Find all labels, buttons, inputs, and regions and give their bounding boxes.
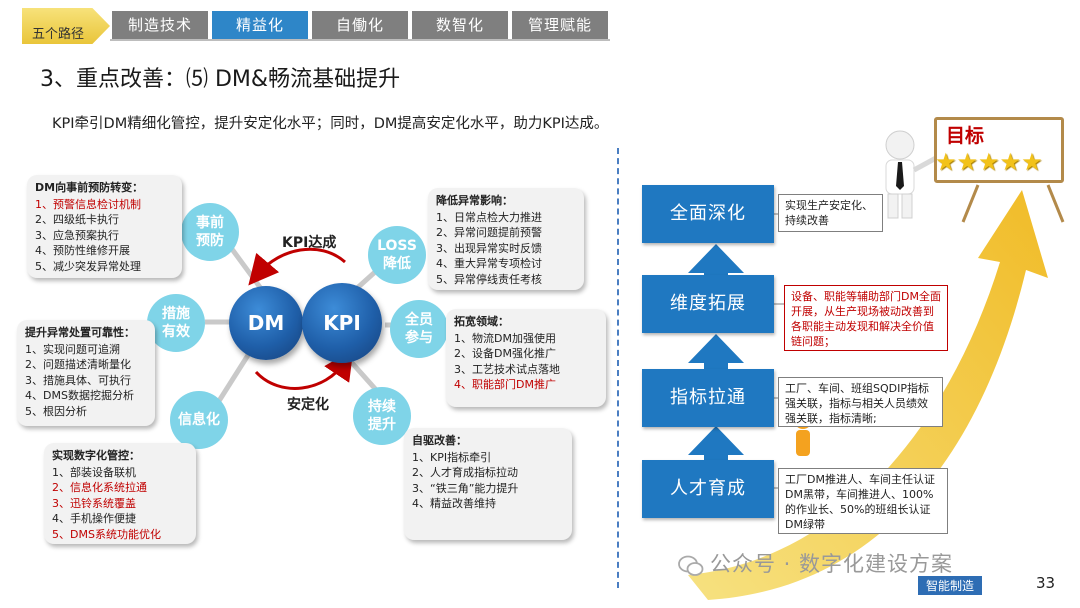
list-item: 4、手机操作便捷 (52, 511, 188, 527)
list-item: 4、DMS数据挖掘分析 (25, 388, 147, 404)
box-title: 实现数字化管控： (52, 448, 188, 464)
list-item: 5、根因分析 (25, 404, 147, 420)
list-item: 1、KPI指标牵引 (412, 450, 564, 466)
pillar-continuous-improvement: 持续提升 (353, 387, 411, 445)
pillar-prevention: 事前预防 (181, 203, 239, 261)
list-item: 2、人才育成指标拉动 (412, 465, 564, 481)
pillar-effective-measures: 措施有效 (147, 294, 205, 352)
list-item: 2、设备DM强化推广 (454, 346, 598, 362)
list-item: 5、减少突发异常处理 (35, 259, 174, 275)
digital-control-box: 实现数字化管控： 1、部装设备联机 2、信息化系统拉通 3、迅铃系统覆盖 4、手… (44, 443, 196, 544)
list-item: 2、异常问题提前预警 (436, 225, 576, 241)
dm-label: DM (248, 311, 285, 335)
stabilization-label: 安定化 (287, 394, 329, 414)
list-item: 1、实现问题可追溯 (25, 342, 147, 358)
kpi-label: KPI (323, 311, 361, 335)
list-item: 4、预防性维修开展 (35, 243, 174, 259)
pillar-informatization: 信息化 (170, 391, 228, 449)
list-item: 4、职能部门DM推广 (454, 377, 598, 393)
list-item: 3、“铁三角”能力提升 (412, 481, 564, 497)
list-item: 3、出现异常实时反馈 (436, 241, 576, 257)
box-title: 降低异常影响： (436, 193, 576, 209)
watermark-text: 公众号 · 数字化建设方案 (710, 548, 953, 578)
list-item: 2、四级纸卡执行 (35, 212, 174, 228)
list-item: 4、精益改善维持 (412, 496, 564, 512)
dm-circle: DM (229, 286, 303, 360)
list-item: 1、物流DM加强使用 (454, 331, 598, 347)
step-desc: 实现生产安定化、持续改善 (778, 194, 883, 232)
list-item: 1、部装设备联机 (52, 465, 188, 481)
list-item: 2、信息化系统拉通 (52, 480, 188, 496)
step-talent-development: 人才育成 (642, 460, 774, 518)
list-item: 5、DMS系统功能优化 (52, 527, 188, 543)
kpi-circle: KPI (302, 283, 382, 363)
step-indicator-connection: 指标拉通 (642, 369, 774, 427)
box-title: 提升异常处置可靠性： (25, 325, 147, 341)
reliability-box: 提升异常处置可靠性： 1、实现问题可追溯 2、问题描述清晰量化 3、措施具体、可… (17, 320, 155, 426)
step-desc: 设备、职能等辅助部门DM全面开展，从生产现场被动改善到各职能主动发现和解决全价值… (784, 285, 948, 351)
box-title: DM向事前预防转变： (35, 180, 174, 196)
step-dimension-expansion: 维度拓展 (642, 275, 774, 333)
list-item: 3、迅铃系统覆盖 (52, 496, 188, 512)
list-item: 1、日常点检大力推进 (436, 210, 576, 226)
step-full-deepening: 全面深化 (642, 185, 774, 243)
list-item: 2、问题描述清晰量化 (25, 357, 147, 373)
goal-label: 目标 (946, 121, 984, 148)
list-item: 5、异常停线责任考核 (436, 272, 576, 288)
expand-scope-box: 拓宽领域： 1、物流DM加强使用 2、设备DM强化推广 3、工艺技术试点落地 4… (446, 309, 606, 407)
pillar-all-staff: 全员参与 (390, 300, 448, 358)
self-drive-box: 自驱改善： 1、KPI指标牵引 2、人才育成指标拉动 3、“铁三角”能力提升 4… (404, 428, 572, 540)
footer-tag: 智能制造 (918, 576, 982, 595)
wechat-icon (678, 555, 704, 577)
box-title: 拓宽领域： (454, 314, 598, 330)
step-desc: 工厂、车间、班组SQDIP指标强关联，指标与相关人员绩效强关联，指标清晰; (778, 377, 943, 427)
dm-shift-box: DM向事前预防转变： 1、预警信息检讨机制 2、四级纸卡执行 3、应急预案执行 … (27, 175, 182, 278)
list-item: 4、重大异常专项检讨 (436, 256, 576, 272)
list-item: 3、工艺技术试点落地 (454, 362, 598, 378)
step-desc: 工厂DM推进人、车间主任认证DM黑带，车间推进人、100%的作业长、50%的班组… (778, 468, 948, 534)
box-title: 自驱改善： (412, 433, 564, 449)
list-item: 3、应急预案执行 (35, 228, 174, 244)
list-item: 1、预警信息检讨机制 (35, 197, 174, 213)
reduce-impact-box: 降低异常影响： 1、日常点检大力推进 2、异常问题提前预警 3、出现异常实时反馈… (428, 188, 584, 290)
rating-stars-icon: ★★★★★ (935, 148, 1043, 176)
kpi-achieve-label: KPI达成 (282, 232, 336, 252)
page-number: 33 (1036, 574, 1055, 592)
list-item: 3、措施具体、可执行 (25, 373, 147, 389)
